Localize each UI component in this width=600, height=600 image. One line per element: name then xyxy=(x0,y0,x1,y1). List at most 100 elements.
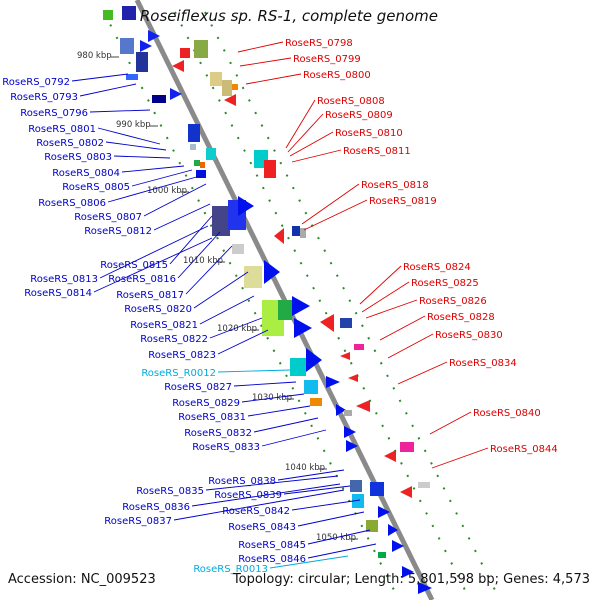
leader-line xyxy=(361,281,410,313)
leader-line xyxy=(113,155,171,159)
leader-line xyxy=(289,131,334,157)
gene-label[interactable]: RoseRS_0822 xyxy=(140,334,208,345)
gene-label[interactable]: RoseRS_0798 xyxy=(285,38,353,49)
gene-label[interactable]: RoseRS_0830 xyxy=(435,330,503,341)
gene-label[interactable]: RoseRS_0846 xyxy=(238,554,306,565)
gene-label[interactable]: RoseRS_0825 xyxy=(411,278,479,289)
gene-feature xyxy=(370,482,384,496)
gene-feature xyxy=(194,40,208,58)
gene-label[interactable]: RoseRS_0818 xyxy=(361,180,429,191)
leader-line xyxy=(291,149,342,163)
leader-line xyxy=(365,299,418,319)
gene-label[interactable]: RoseRS_0802 xyxy=(36,138,104,149)
leader-line xyxy=(105,141,167,151)
gene-feature xyxy=(366,520,378,532)
gene-label[interactable]: RoseRS_0837 xyxy=(104,516,172,527)
gene-feature xyxy=(180,48,190,58)
gene-label[interactable]: RoseRS_0820 xyxy=(124,304,192,315)
gene-label[interactable]: RoseRS_0793 xyxy=(10,92,78,103)
gene-label[interactable]: RoseRS_0836 xyxy=(122,502,190,513)
gene-label[interactable]: RoseRS_0826 xyxy=(419,296,487,307)
leader-line xyxy=(93,237,213,293)
gene-arrow xyxy=(384,450,396,462)
genome-title: Roseiflexus sp. RS-1, complete genome xyxy=(139,7,438,25)
gene-label[interactable]: RoseRS_0839 xyxy=(214,490,282,501)
gene-feature xyxy=(190,144,196,150)
gene-feature xyxy=(232,244,244,254)
gene-label[interactable]: RoseRS_0843 xyxy=(228,522,296,533)
gene-label[interactable]: RoseRS_0834 xyxy=(449,358,517,369)
gene-label[interactable]: RoseRS_0792 xyxy=(2,77,70,88)
gene-label[interactable]: RoseRS_0835 xyxy=(136,486,204,497)
gene-feature xyxy=(152,95,166,103)
gene-arrow xyxy=(388,524,398,536)
gene-label[interactable]: RoseRS_0819 xyxy=(369,196,437,207)
gene-label[interactable]: RoseRS_0827 xyxy=(164,382,232,393)
gene-arrow xyxy=(336,404,346,416)
gene-label[interactable]: RoseRS_0809 xyxy=(325,110,393,121)
gene-label[interactable]: RoseRS_0829 xyxy=(172,398,240,409)
gene-label[interactable]: RoseRS_0806 xyxy=(38,198,106,209)
gene-features xyxy=(103,6,432,594)
gene-arrow xyxy=(148,30,160,42)
gene-label[interactable]: RoseRS_R0013 xyxy=(193,564,268,575)
leader-line xyxy=(291,499,361,511)
gene-label[interactable]: RoseRS_0804 xyxy=(52,168,120,179)
leader-line xyxy=(387,333,434,359)
gene-arrow xyxy=(378,506,390,518)
gene-label[interactable]: RoseRS_R0012 xyxy=(141,368,216,379)
gene-label[interactable]: RoseRS_0799 xyxy=(293,54,361,65)
gene-label[interactable]: RoseRS_0815 xyxy=(100,260,168,271)
leader-line xyxy=(397,361,448,385)
gene-label[interactable]: RoseRS_0796 xyxy=(20,108,88,119)
kbp-tick-label: 1010 kbp xyxy=(183,256,223,266)
gene-label[interactable]: RoseRS_0824 xyxy=(403,262,471,273)
gene-label[interactable]: RoseRS_0803 xyxy=(44,152,112,163)
gene-label[interactable]: RoseRS_0844 xyxy=(490,444,558,455)
gene-feature xyxy=(292,226,300,236)
gene-label[interactable]: RoseRS_0800 xyxy=(303,70,371,81)
gene-label[interactable]: RoseRS_0823 xyxy=(148,350,216,361)
gene-label[interactable]: RoseRS_0812 xyxy=(84,226,152,237)
leader-line xyxy=(307,543,377,559)
leader-line xyxy=(253,417,319,433)
gene-label[interactable]: RoseRS_0828 xyxy=(427,312,495,323)
leader-line xyxy=(301,183,360,225)
kbp-tick-label: 1040 kbp xyxy=(285,463,325,473)
kbp-tick-label: 1000 kbp xyxy=(147,186,187,196)
leader-line xyxy=(97,127,161,145)
gene-label[interactable]: RoseRS_0805 xyxy=(62,182,130,193)
gene-label[interactable]: RoseRS_0833 xyxy=(192,442,260,453)
leader-line xyxy=(205,475,339,491)
gene-label[interactable]: RoseRS_0810 xyxy=(335,128,403,139)
gene-feature xyxy=(350,480,362,492)
gene-arrow xyxy=(348,374,358,382)
leader-line xyxy=(143,183,207,217)
gene-feature xyxy=(418,482,430,488)
gene-label[interactable]: RoseRS_0801 xyxy=(28,124,96,135)
gene-feature xyxy=(210,72,222,86)
gene-label[interactable]: RoseRS_0808 xyxy=(317,96,385,107)
gene-label[interactable]: RoseRS_0840 xyxy=(473,408,541,419)
leader-line xyxy=(199,295,255,325)
gene-label[interactable]: RoseRS_0813 xyxy=(30,274,98,285)
gene-label[interactable]: RoseRS_0831 xyxy=(178,412,246,423)
leader-line xyxy=(245,73,302,85)
gene-label[interactable]: RoseRS_0821 xyxy=(130,320,198,331)
leader-line xyxy=(185,245,233,295)
gene-label[interactable]: RoseRS_0811 xyxy=(343,146,411,157)
gene-feature xyxy=(344,410,352,416)
gene-arrow xyxy=(292,296,310,316)
gene-label[interactable]: RoseRS_0807 xyxy=(74,212,142,223)
leader-line xyxy=(191,483,341,507)
gene-feature xyxy=(136,52,148,72)
gene-arrow xyxy=(294,318,312,338)
gene-label[interactable]: RoseRS_0814 xyxy=(24,288,92,299)
gene-label[interactable]: RoseRS_0817 xyxy=(116,290,184,301)
gene-label[interactable]: RoseRS_0838 xyxy=(208,476,276,487)
gene-feature xyxy=(264,160,276,178)
gene-label[interactable]: RoseRS_0845 xyxy=(238,540,306,551)
gene-label[interactable]: RoseRS_0842 xyxy=(222,506,290,517)
gene-label[interactable]: RoseRS_0816 xyxy=(108,274,176,285)
gene-label[interactable]: RoseRS_0832 xyxy=(184,428,252,439)
